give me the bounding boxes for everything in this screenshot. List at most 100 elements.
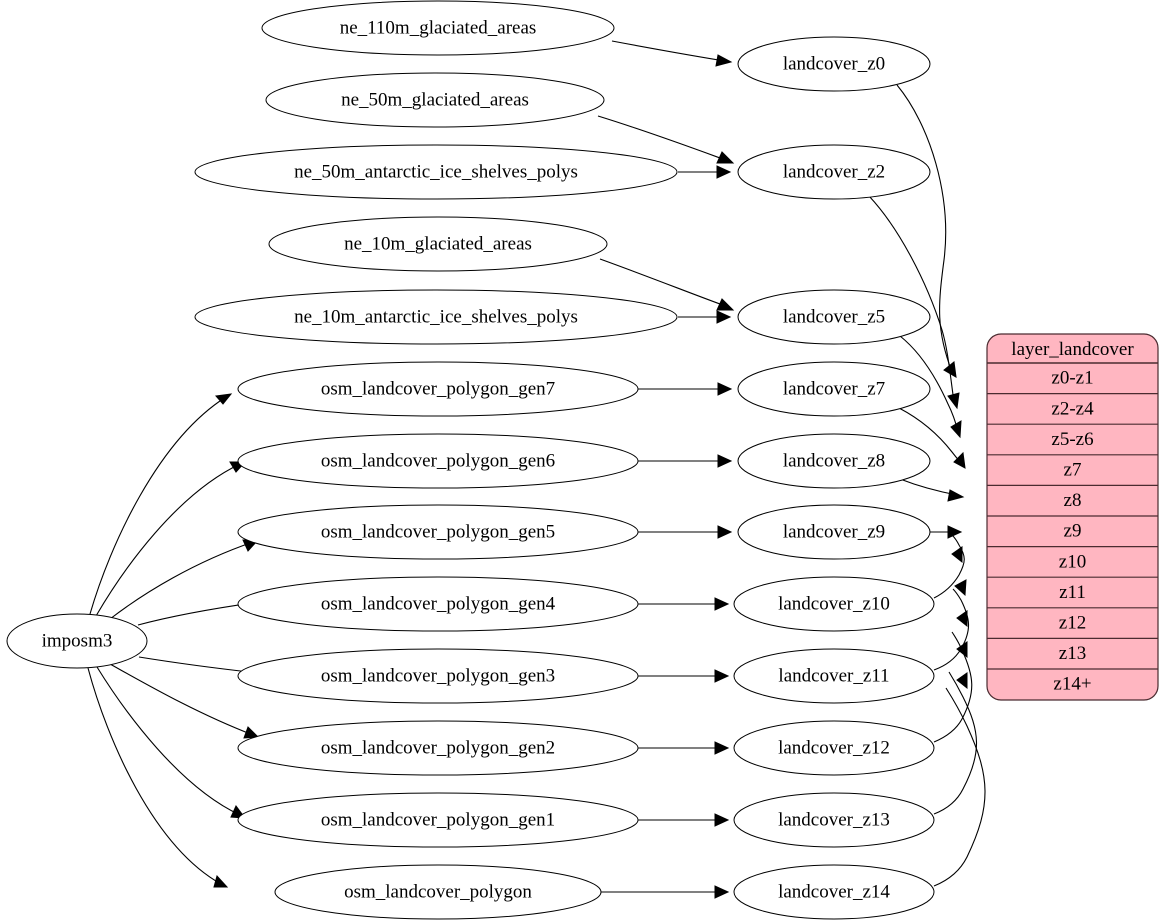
edge-imposm3-to-osm_landcover_polygon_gen2	[109, 663, 260, 739]
node-landcover_z2[interactable]: landcover_z2	[737, 144, 931, 200]
edge-landcover_z14-to-layer_landcover_row_10	[933, 672, 986, 887]
node-outline-source	[6, 613, 148, 669]
node-landcover_z13[interactable]: landcover_z13	[733, 792, 935, 848]
arrow-head-icon	[215, 393, 233, 405]
table-row-z2-z4[interactable]: z2-z4	[987, 393, 1158, 420]
node-label: landcover_z14	[778, 881, 890, 902]
table-row-z0-z1[interactable]: z0-z1	[1051, 368, 1093, 389]
arrow-head-icon	[213, 874, 229, 888]
table-row-z8[interactable]: z8	[987, 484, 1158, 511]
edge-ne_10m_glaciated_areas-to-landcover_z5	[599, 258, 735, 311]
node-osm_landcover_polygon_gen6[interactable]: osm_landcover_polygon_gen6	[237, 433, 639, 489]
node-label: landcover_z13	[778, 809, 890, 830]
node-outline-osm	[237, 648, 639, 704]
node-label: ne_50m_glaciated_areas	[341, 89, 529, 110]
table-row-z10[interactable]: z10	[987, 545, 1158, 573]
node-osm_landcover_polygon_gen2[interactable]: osm_landcover_polygon_gen2	[237, 720, 639, 776]
edge-landcover_z13-to-layer_landcover_row_9	[933, 641, 978, 815]
node-outline-landcover	[737, 36, 931, 92]
edge-ne_110m_glaciated_areas-to-landcover_z0	[611, 40, 733, 67]
arrow-head-icon	[947, 525, 963, 539]
table-row-z12[interactable]: z12	[987, 607, 1158, 634]
edge-landcover_z11-to-layer_landcover_row_7	[933, 579, 970, 671]
edge-landcover_z9-to-layer_landcover_row_5	[930, 525, 963, 539]
edge-landcover_z12-to-layer_landcover_row_8	[933, 610, 973, 743]
node-outline-landcover	[733, 720, 935, 776]
edge-landcover_z8-to-layer_landcover_row_4	[899, 478, 965, 502]
node-outline-natural-earth	[261, 0, 615, 56]
table-row-z9[interactable]: z9	[987, 515, 1158, 542]
table-row-label: z0-z1	[1051, 368, 1093, 389]
node-osm_landcover_polygon[interactable]: osm_landcover_polygon	[274, 864, 602, 920]
node-label: osm_landcover_polygon_gen1	[321, 809, 555, 830]
node-outline-landcover	[733, 648, 935, 704]
nodes-layer: imposm3 ne_110m_glaciated_areas ne_50m_gla…	[6, 0, 935, 920]
layer-landcover-table[interactable]: layer_landcover z0-z1 z2-z4 z5-z6 z7 z8 z9 z10 z…	[986, 333, 1159, 701]
node-osm_landcover_polygon_gen5[interactable]: osm_landcover_polygon_gen5	[237, 504, 639, 560]
table-body	[986, 333, 1159, 701]
node-outline-osm	[237, 720, 639, 776]
table-header-label: layer_landcover	[1011, 339, 1134, 360]
node-outline-natural-earth	[265, 72, 605, 128]
edge-osm_landcover_polygon_gen3-to-landcover_z11	[638, 669, 730, 683]
node-ne_50m_antarctic_ice_shelves_polys[interactable]: ne_50m_antarctic_ice_shelves_polys	[194, 144, 678, 200]
node-label: landcover_z2	[783, 161, 885, 182]
edge-osm_landcover_polygon_gen1-to-landcover_z13	[638, 813, 730, 827]
node-label: osm_landcover_polygon_gen5	[321, 521, 555, 542]
node-outline-landcover	[737, 504, 931, 560]
table-row-label: z11	[1059, 582, 1086, 603]
node-outline-osm	[237, 361, 639, 417]
table-row-z13[interactable]: z13	[987, 637, 1158, 664]
table-row-label: z7	[1064, 459, 1082, 480]
node-outline-natural-earth	[194, 144, 678, 200]
node-ne_110m_glaciated_areas[interactable]: ne_110m_glaciated_areas	[261, 0, 615, 56]
node-outline-natural-earth	[194, 289, 678, 345]
node-landcover_z7[interactable]: landcover_z7	[737, 361, 931, 417]
node-landcover_z0[interactable]: landcover_z0	[737, 36, 931, 92]
arrow-head-icon	[717, 382, 733, 396]
node-label: landcover_z10	[778, 593, 890, 614]
node-landcover_z14[interactable]: landcover_z14	[733, 864, 935, 920]
edge-ne_50m_antarctic_ice_shelves_polys-to-landcover_z2	[678, 165, 732, 179]
node-outline-landcover	[733, 864, 935, 920]
node-osm_landcover_polygon_gen7[interactable]: osm_landcover_polygon_gen7	[237, 361, 639, 417]
edge-landcover_z10-to-layer_landcover_row_6	[933, 534, 965, 599]
node-landcover_z11[interactable]: landcover_z11	[733, 648, 935, 704]
arrow-head-icon	[956, 641, 968, 659]
edge-landcover_z2-to-layer_landcover_row_1	[868, 195, 960, 410]
arrow-head-icon	[714, 885, 730, 899]
node-outline-natural-earth	[268, 216, 608, 272]
node-outline-osm	[274, 864, 602, 920]
node-landcover_z5[interactable]: landcover_z5	[737, 289, 931, 345]
node-landcover_z12[interactable]: landcover_z12	[733, 720, 935, 776]
node-label: landcover_z8	[783, 450, 885, 471]
table-row-z11[interactable]: z11	[987, 576, 1158, 603]
table-row-z14+[interactable]: z14+	[987, 668, 1158, 695]
edge-landcover_z7-to-layer_landcover_row_3	[898, 407, 966, 469]
node-landcover_z9[interactable]: landcover_z9	[737, 504, 931, 560]
node-landcover_z8[interactable]: landcover_z8	[737, 433, 931, 489]
table-row-label: z13	[1059, 643, 1086, 664]
node-imposm3[interactable]: imposm3	[6, 613, 148, 669]
node-ne_10m_antarctic_ice_shelves_polys[interactable]: ne_10m_antarctic_ice_shelves_polys	[194, 289, 678, 345]
node-outline-osm	[237, 433, 639, 489]
table-row-label: z2-z4	[1051, 398, 1094, 419]
node-outline-osm	[237, 792, 639, 848]
node-outline-landcover	[733, 792, 935, 848]
table-row-label: z5-z6	[1051, 429, 1093, 450]
table-row-z5-z6[interactable]: z5-z6	[987, 423, 1158, 450]
table-row-z7[interactable]: z7	[987, 454, 1158, 481]
node-osm_landcover_polygon_gen3[interactable]: osm_landcover_polygon_gen3	[237, 648, 639, 704]
node-label: ne_110m_glaciated_areas	[340, 17, 537, 38]
node-ne_10m_glaciated_areas[interactable]: ne_10m_glaciated_areas	[268, 216, 608, 272]
arrow-head-icon	[243, 726, 260, 739]
edge-osm_landcover_polygon_gen5-to-landcover_z9	[638, 525, 733, 539]
node-landcover_z10[interactable]: landcover_z10	[733, 576, 935, 632]
node-ne_50m_glaciated_areas[interactable]: ne_50m_glaciated_areas	[265, 72, 605, 128]
node-osm_landcover_polygon_gen4[interactable]: osm_landcover_polygon_gen4	[237, 576, 639, 632]
arrow-head-icon	[716, 310, 732, 324]
node-outline-landcover	[737, 289, 931, 345]
node-osm_landcover_polygon_gen1[interactable]: osm_landcover_polygon_gen1	[237, 792, 639, 848]
node-label: osm_landcover_polygon_gen2	[321, 737, 555, 758]
node-label: osm_landcover_polygon_gen4	[321, 593, 556, 614]
